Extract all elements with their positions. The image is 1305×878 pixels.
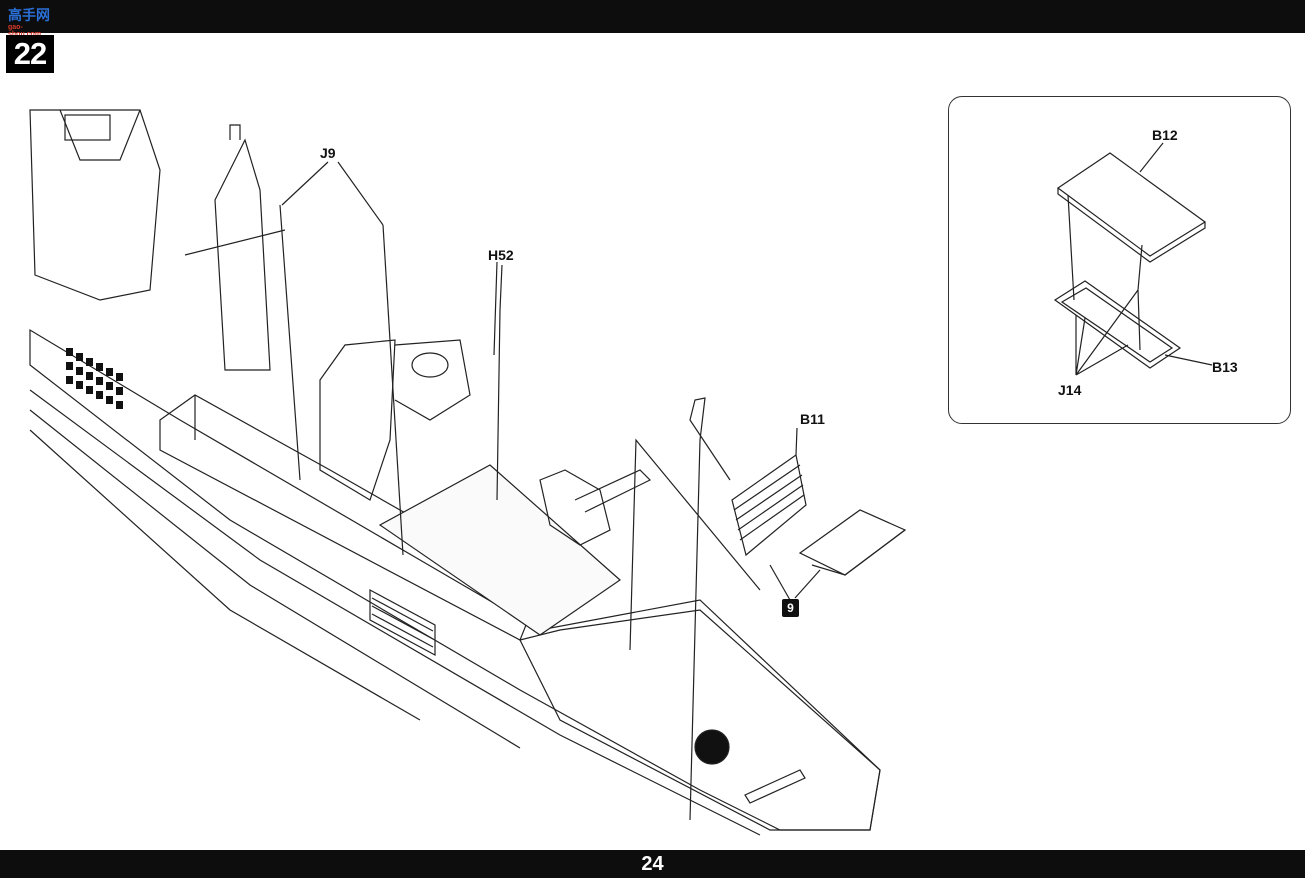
gun-mount [539,469,611,546]
callout-b13: B13 [1212,359,1238,375]
hull-vents [369,588,436,657]
flight-deck [519,609,881,831]
antenna-h52 [493,261,498,356]
leader-j9 [281,161,384,226]
inset-drawing [1053,142,1213,376]
leader-b12-down [1067,194,1143,351]
detail-inset [948,96,1291,424]
window-grid [66,348,123,409]
logo-subtext: gao-shou.com [8,24,41,38]
leader-b11 [795,427,798,456]
bridge-tower [29,109,161,301]
leader-b11-long [689,397,731,821]
step-number: 22 [6,35,54,73]
forward-mast [214,138,271,371]
callout-j9: J9 [320,145,336,161]
leader-b12 [1139,142,1164,173]
page-number: 24 [641,853,664,875]
callout-b11: B11 [800,411,825,427]
paint-reference-icon: 9 [782,599,799,617]
antenna-j9-left [279,204,301,481]
callout-b12: B12 [1152,127,1178,143]
leader-h52 [496,264,503,501]
top-bar [0,0,1305,33]
deck-hatch [694,729,730,765]
leader-b13 [1164,354,1213,366]
callout-j14: J14 [1058,382,1082,398]
leader-b11-long-2 [629,438,761,651]
hull-side-line [29,389,761,836]
bottom-bar [0,850,1305,878]
callout-h52: H52 [488,247,514,263]
logo-text: 高手网 [8,7,50,23]
part-b13 [1053,280,1182,369]
deck-plate [378,464,621,636]
site-logo: 高手网 gao-shou.com [8,5,50,38]
radar-housing [319,339,396,501]
leader-j14 [1075,289,1139,376]
part-b11-panel [731,453,807,557]
antenna-j9-right [382,224,404,556]
